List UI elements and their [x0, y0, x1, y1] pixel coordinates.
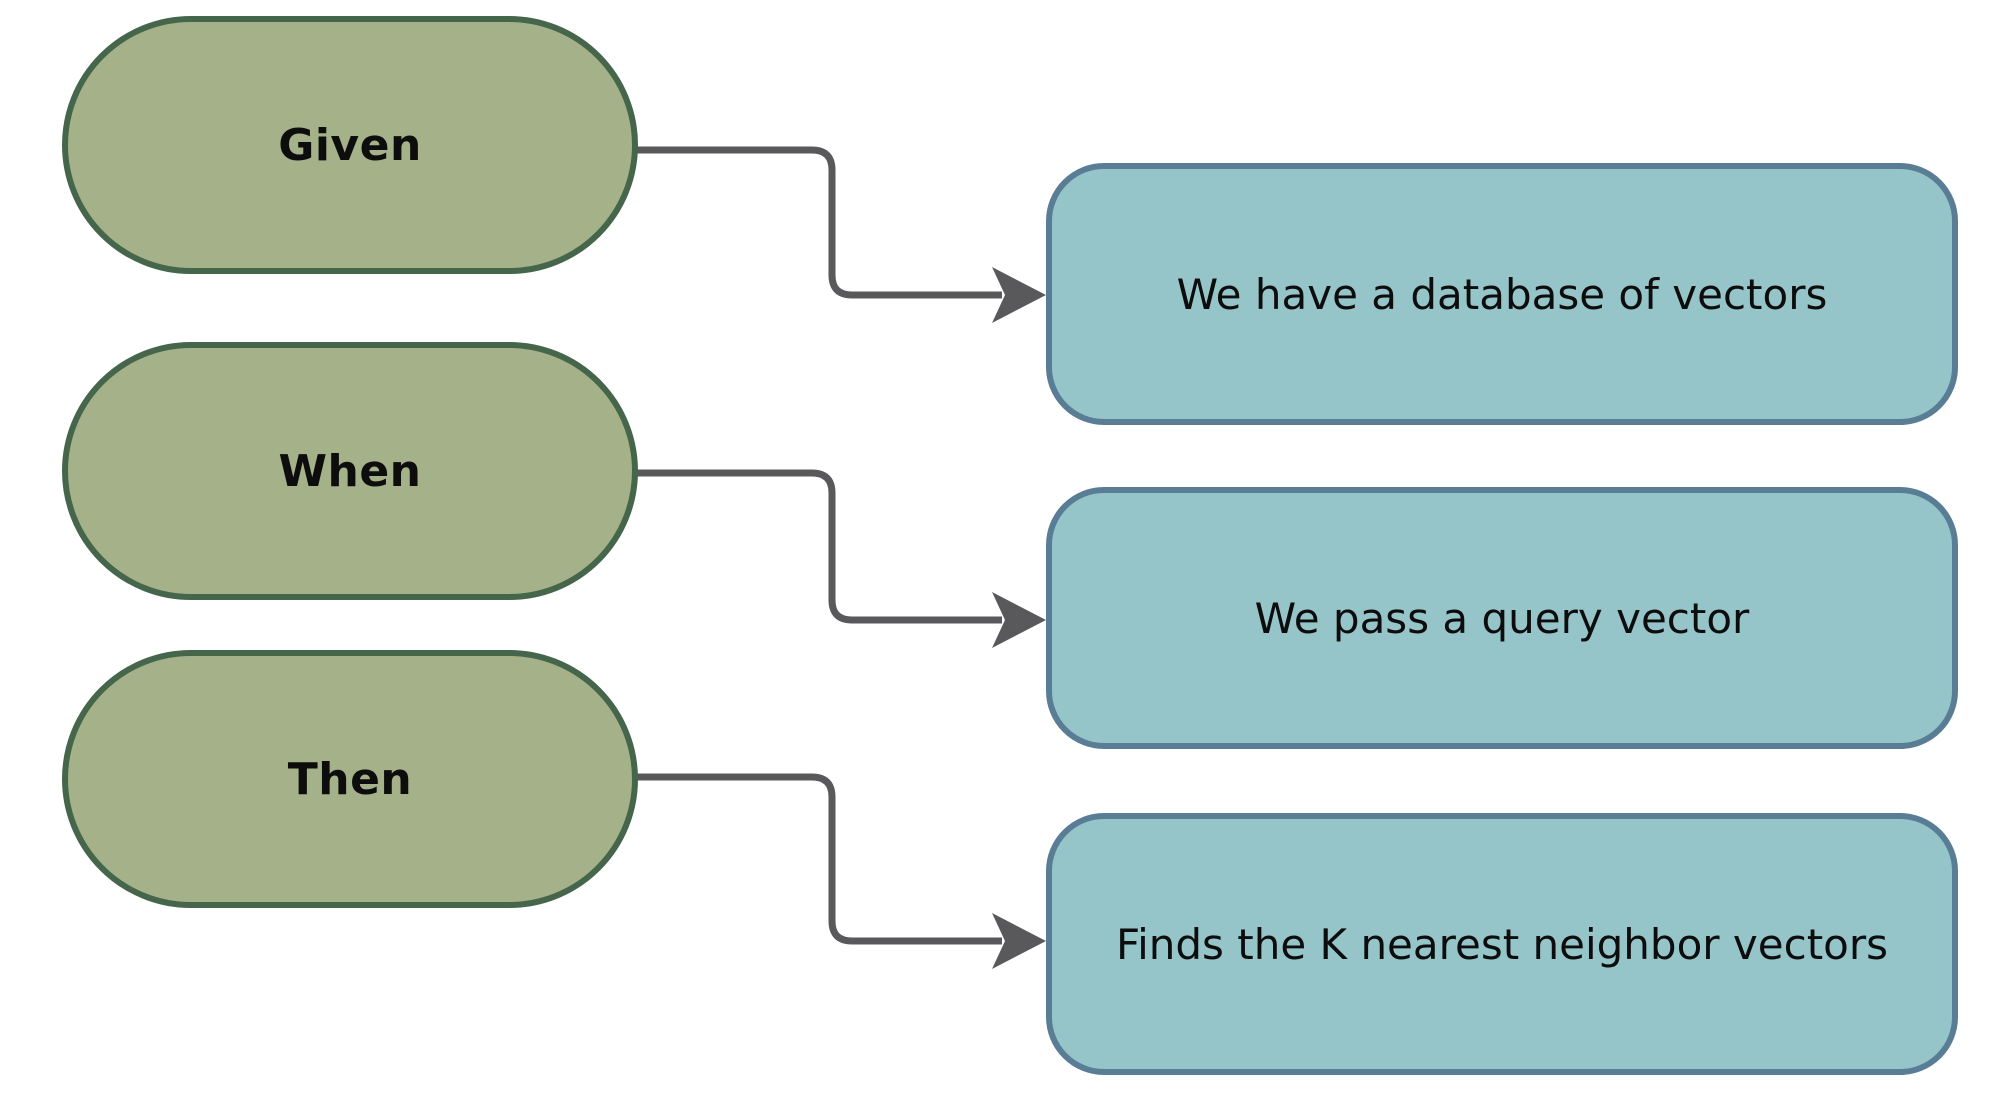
connector-then-to-knn: [634, 773, 1002, 945]
box-database-label: We have a database of vectors: [1176, 269, 1828, 319]
box-database-of-vectors: We have a database of vectors: [1046, 163, 1958, 425]
box-query-vector: We pass a query vector: [1046, 487, 1958, 749]
node-then-label: Then: [287, 753, 413, 805]
node-given-label: Given: [278, 119, 422, 171]
arrowhead-icon: [992, 913, 1046, 969]
box-query-label: We pass a query vector: [1254, 593, 1750, 643]
connector-when-to-query: [634, 469, 1002, 624]
node-when: When: [62, 342, 638, 600]
arrowhead-icon: [992, 267, 1046, 323]
node-when-label: When: [278, 445, 422, 497]
connector-given-to-database: [634, 146, 1002, 299]
node-given: Given: [62, 16, 638, 274]
arrowhead-icon: [992, 592, 1046, 648]
box-k-nearest-neighbors: Finds the K nearest neighbor vectors: [1046, 813, 1958, 1075]
box-knn-label: Finds the K nearest neighbor vectors: [1115, 919, 1889, 969]
node-then: Then: [62, 650, 638, 908]
